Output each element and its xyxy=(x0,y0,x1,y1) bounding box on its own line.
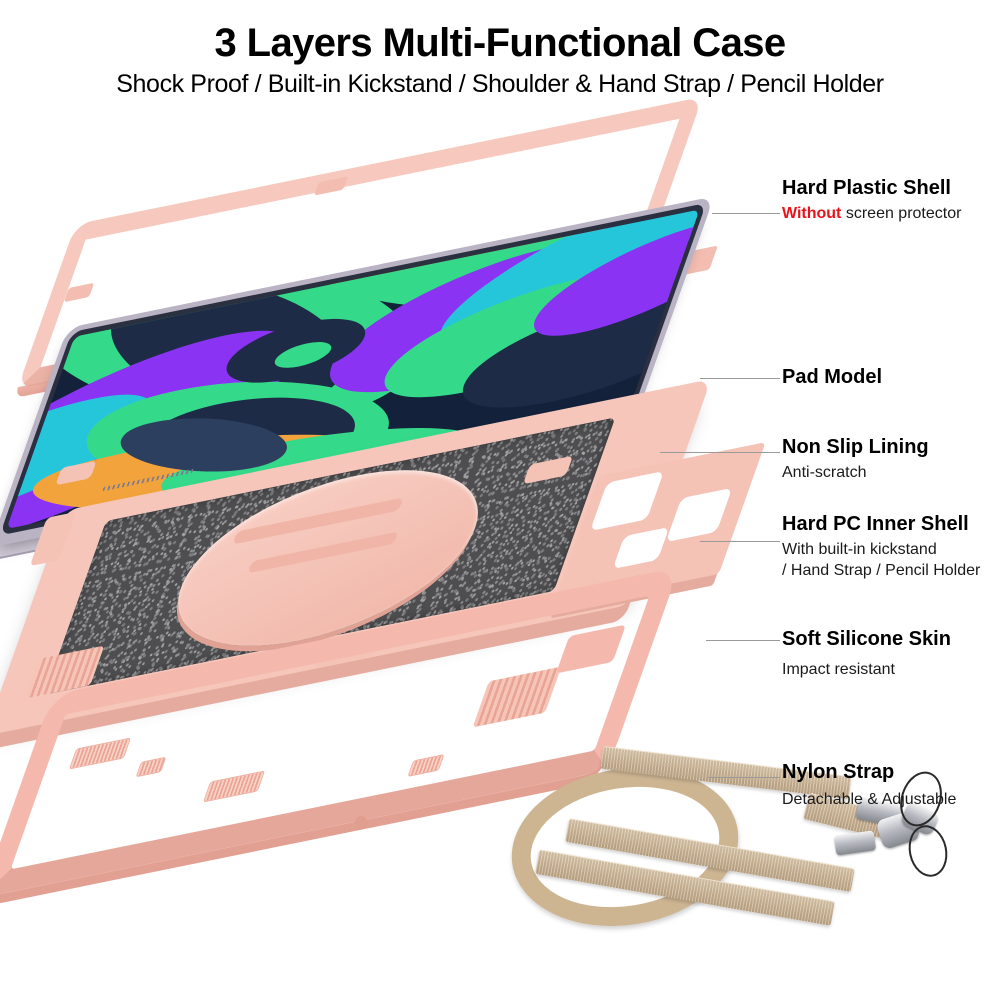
callout-pad-model: Pad Model xyxy=(782,366,882,388)
strap-metal-clip xyxy=(833,830,877,856)
callout-non-slip-lining: Non Slip Lining Anti-scratch xyxy=(782,436,929,484)
callout-heading: Pad Model xyxy=(782,366,883,388)
leader-line-soft-silicone-skin xyxy=(706,640,780,641)
page-title: 3 Layers Multi-Functional Case xyxy=(214,21,786,65)
callout-soft-silicone-skin: Soft Silicone Skin Impact resistant xyxy=(782,628,951,681)
shell-tab xyxy=(55,460,97,486)
callout-hard-pc-inner-shell: Hard PC Inner Shell With built-in kickst… xyxy=(782,513,980,581)
callout-subtext-rest: screen protector xyxy=(841,205,962,223)
header: 3 Layers Multi-Functional Case Shock Pro… xyxy=(0,0,1000,99)
callout-subtext-line2: / Hand Strap / Pencil Holder xyxy=(782,561,981,579)
callout-heading: Soft Silicone Skin xyxy=(782,628,951,650)
callout-heading: Non Slip Lining xyxy=(782,436,929,458)
callout-heading: Hard PC Inner Shell xyxy=(782,513,969,535)
callout-subtext: Anti-scratch xyxy=(782,464,867,482)
callout-subtext: Detachable & Adjustable xyxy=(782,791,957,809)
callout-hard-plastic-shell: Hard Plastic Shell Without screen protec… xyxy=(782,177,961,225)
layer-soft-silicone-skin xyxy=(0,566,770,899)
silicone-camera-hole xyxy=(355,816,368,829)
callout-heading: Hard Plastic Shell xyxy=(782,177,951,199)
callout-nylon-strap: Nylon Strap Detachable & Adjustable xyxy=(782,761,956,811)
leader-line-hard-pc-inner-shell xyxy=(700,541,780,542)
leader-line-pad-model xyxy=(700,378,780,379)
callout-subtext: With built-in kickstand xyxy=(782,541,937,559)
callout-highlight: Without xyxy=(782,205,842,223)
page-subtitle: Shock Proof / Built-in Kickstand / Shoul… xyxy=(116,70,884,98)
leader-line-nylon-strap xyxy=(708,777,780,778)
callout-heading: Nylon Strap xyxy=(782,761,895,783)
callout-subtext: Without screen protector xyxy=(782,204,961,224)
leader-line-non-slip-lining xyxy=(660,452,780,453)
leader-line-hard-plastic-shell xyxy=(712,213,780,214)
callout-subtext: Impact resistant xyxy=(782,661,895,679)
